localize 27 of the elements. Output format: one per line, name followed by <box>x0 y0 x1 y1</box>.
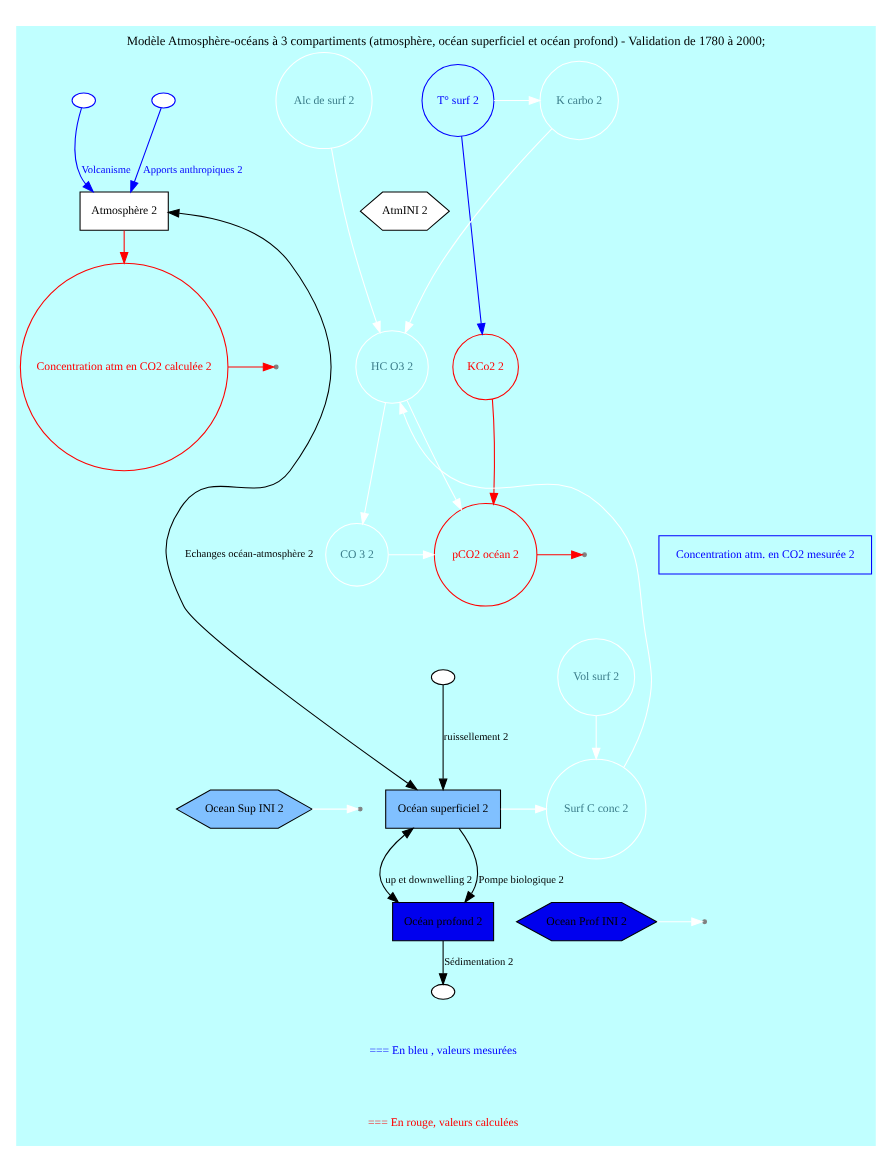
arrow <box>656 916 704 926</box>
arrow <box>227 361 276 371</box>
arrow <box>489 397 499 505</box>
arrow <box>360 401 386 525</box>
arrow <box>461 134 486 335</box>
arrow <box>438 683 448 791</box>
arrow <box>404 127 553 334</box>
arrow <box>493 95 542 104</box>
arrow <box>130 106 162 193</box>
arrow <box>165 207 419 790</box>
arrow <box>119 228 129 264</box>
node-cloud <box>430 668 456 685</box>
arrow <box>406 399 463 510</box>
arrow <box>74 106 95 193</box>
arrow <box>330 146 381 334</box>
arrow <box>388 549 436 559</box>
arrow <box>438 939 448 985</box>
node-cloud <box>71 91 96 108</box>
arrow <box>500 803 548 813</box>
arrow <box>379 826 415 903</box>
arrow <box>536 549 584 559</box>
arrow <box>311 803 360 813</box>
arrow <box>458 826 478 903</box>
node-cloud <box>151 91 176 108</box>
node-cloud <box>430 982 456 999</box>
arrow <box>591 714 601 760</box>
arrow <box>399 400 652 767</box>
